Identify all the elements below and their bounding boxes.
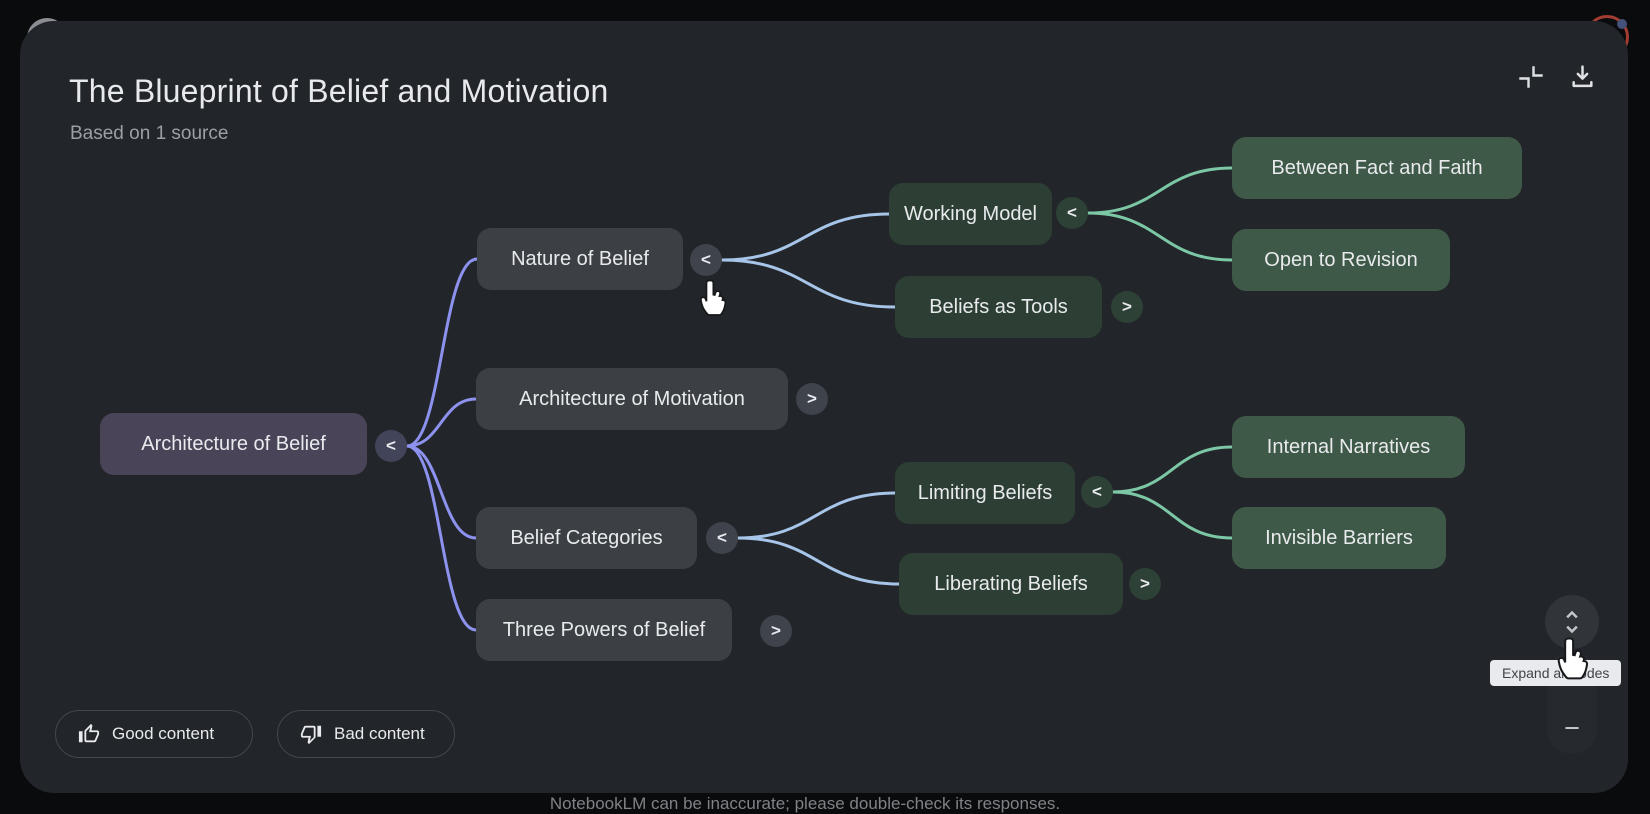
node-invisible-barriers[interactable]: Invisible Barriers [1232,507,1446,569]
thumb-down-icon [300,725,322,745]
node-liberating-beliefs[interactable]: Liberating Beliefs [899,553,1123,615]
toggle-architecture-of-belief[interactable]: < [375,430,407,462]
avatar-ring-accent [1617,19,1627,29]
toggle-nature-of-belief[interactable]: < [690,244,722,276]
tooltip-expand-all: Expand all nodes [1490,660,1622,686]
good-content-button[interactable]: Good content [55,710,253,758]
download-icon [1571,64,1593,87]
node-architecture-of-motivation[interactable]: Architecture of Motivation [476,368,788,430]
good-content-label: Good content [112,724,215,743]
thumb-up-icon [78,723,100,743]
bad-content-label: Bad content [334,724,425,743]
disclaimer-text: NotebookLM can be inaccurate; please dou… [549,794,1061,813]
toggle-liberating-beliefs[interactable]: > [1129,568,1161,600]
toggle-belief-categories[interactable]: < [706,522,738,554]
toggle-architecture-of-motivation[interactable]: > [796,383,828,415]
node-belief-categories[interactable]: Belief Categories [476,507,697,569]
toggle-beliefs-as-tools[interactable]: > [1111,291,1143,323]
expand-all-button[interactable] [1545,595,1599,649]
collapse-content-icon [1519,66,1543,88]
download-button[interactable] [1560,54,1604,98]
zoom-out-button[interactable]: − [1564,713,1580,743]
node-beliefs-as-tools[interactable]: Beliefs as Tools [895,276,1102,338]
node-three-powers-of-belief[interactable]: Three Powers of Belief [476,599,732,661]
toggle-limiting-beliefs[interactable]: < [1081,476,1113,508]
toggle-working-model[interactable]: < [1056,197,1088,229]
bad-content-button[interactable]: Bad content [277,710,455,758]
collapse-button[interactable] [1509,55,1553,99]
page-title: The Blueprint of Belief and Motivation [69,73,609,109]
node-nature-of-belief[interactable]: Nature of Belief [477,228,683,290]
node-between-fact-and-faith[interactable]: Between Fact and Faith [1232,137,1522,199]
node-open-to-revision[interactable]: Open to Revision [1232,229,1450,291]
node-internal-narratives[interactable]: Internal Narratives [1232,416,1465,478]
source-count: Based on 1 source [70,123,229,144]
node-architecture-of-belief[interactable]: Architecture of Belief [100,413,367,475]
toggle-three-powers-of-belief[interactable]: > [760,615,792,647]
node-working-model[interactable]: Working Model [889,183,1052,245]
unfold-more-icon [1566,610,1578,634]
node-limiting-beliefs[interactable]: Limiting Beliefs [895,462,1075,524]
